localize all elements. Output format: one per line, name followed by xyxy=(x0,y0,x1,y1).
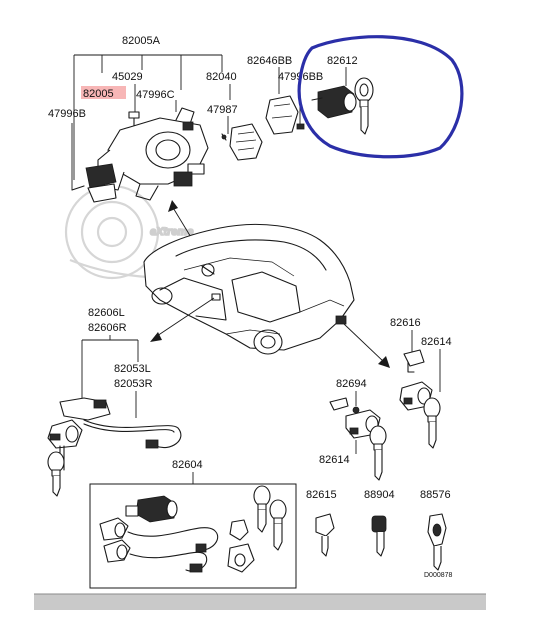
pin-47987 xyxy=(221,133,227,141)
label-82615: 82615 xyxy=(306,489,337,501)
bracket-82616 xyxy=(403,349,425,373)
door-key xyxy=(47,451,65,497)
label-82614-upper: 82614 xyxy=(421,336,452,392)
svg-text:82604: 82604 xyxy=(172,459,203,471)
svg-text:47987: 47987 xyxy=(207,104,238,116)
cover-82040 xyxy=(229,123,263,161)
clamp-bracket xyxy=(71,163,117,203)
svg-text:88904: 88904 xyxy=(364,489,395,501)
svg-text:82053L: 82053L xyxy=(114,363,151,375)
svg-text:82614: 82614 xyxy=(319,454,350,466)
label-88576: 88576 xyxy=(420,489,451,501)
key-82614-upper xyxy=(423,397,441,449)
bottom-bar xyxy=(34,594,486,610)
svg-text:82005A: 82005A xyxy=(122,35,161,47)
cylinder-82612 xyxy=(311,85,357,119)
svg-text:88576: 88576 xyxy=(420,489,451,501)
label-82053R: 82053R xyxy=(114,378,153,418)
label-47987: 47987 xyxy=(207,104,238,134)
key-88576 xyxy=(427,513,447,571)
arrow-to-tailgate xyxy=(343,323,390,368)
svg-text:47996C: 47996C xyxy=(136,89,175,101)
leader-82005A xyxy=(73,54,223,180)
label-82694: 82694 xyxy=(336,378,367,406)
key-88904 xyxy=(371,515,387,557)
svg-text:82615: 82615 xyxy=(306,489,337,501)
label-82606R: 82606R xyxy=(88,322,127,334)
car-outline xyxy=(143,223,355,355)
label-82616: 82616 xyxy=(390,317,421,352)
svg-text:47996B: 47996B xyxy=(48,108,86,120)
label-82606L: 82606L xyxy=(88,307,125,319)
svg-text:82053R: 82053R xyxy=(114,378,153,390)
screw-47996BB xyxy=(296,123,305,130)
label-82612: 82612 xyxy=(327,55,358,86)
door-lock-rod xyxy=(83,419,182,449)
svg-text:82616: 82616 xyxy=(390,317,421,329)
label-47996C: 47996C xyxy=(136,89,177,112)
label-82646BB: 82646BB xyxy=(247,55,292,94)
label-47996B: 47996B xyxy=(48,108,86,190)
svg-text:82614: 82614 xyxy=(421,336,452,348)
svg-text:45029: 45029 xyxy=(112,71,143,83)
leader-82606 xyxy=(81,335,139,400)
kit-box-82604 xyxy=(89,483,297,589)
arrow-to-door xyxy=(150,297,215,342)
diagram-code: D000878 xyxy=(424,572,453,579)
watermark-text: eXtreme xyxy=(150,226,193,238)
highlight-circle xyxy=(297,35,464,159)
label-45029: 45029 xyxy=(112,71,143,112)
switch-82646BB xyxy=(265,95,299,135)
door-lock-cylinder xyxy=(47,397,111,471)
label-88904: 88904 xyxy=(364,489,395,501)
key-82615 xyxy=(315,513,335,557)
svg-text:82005: 82005 xyxy=(83,88,114,100)
label-82053L: 82053L xyxy=(114,363,151,375)
key-82614-lower xyxy=(369,425,387,481)
label-82040: 82040 xyxy=(206,71,237,100)
svg-text:D000878: D000878 xyxy=(424,572,453,579)
label-82005: 82005 xyxy=(83,88,114,100)
highlight-82005 xyxy=(81,86,126,99)
kit-contents xyxy=(99,485,287,573)
svg-text:82606L: 82606L xyxy=(88,307,125,319)
label-82005A: 82005A xyxy=(122,35,161,47)
label-82614-lower: 82614 xyxy=(319,440,357,466)
label-82604: 82604 xyxy=(172,459,203,484)
svg-text:82040: 82040 xyxy=(206,71,237,83)
svg-text:82612: 82612 xyxy=(327,55,358,67)
svg-text:82646BB: 82646BB xyxy=(247,55,292,67)
key-82612 xyxy=(354,77,374,135)
svg-text:82606R: 82606R xyxy=(88,322,127,334)
svg-text:82694: 82694 xyxy=(336,378,367,390)
